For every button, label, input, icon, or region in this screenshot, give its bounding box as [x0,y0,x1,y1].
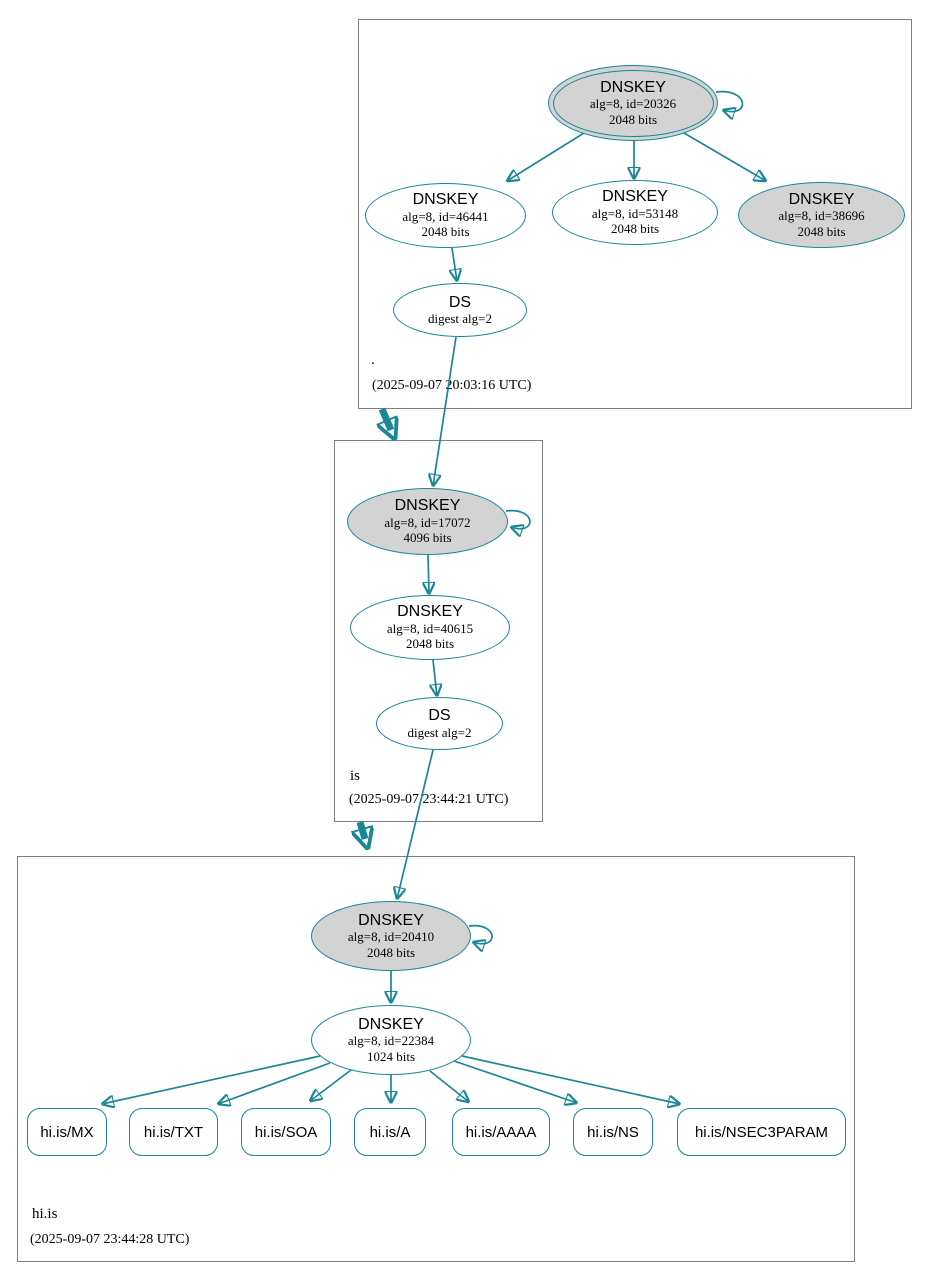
zone-timestamp-root: (2025-09-07 20:03:16 UTC) [372,378,532,393]
node-dnskey-20410-ksk: DNSKEY alg=8, id=20410 2048 bits [311,901,471,971]
node-dnskey-40615: DNSKEY alg=8, id=40615 2048 bits [350,595,510,660]
node-detail: alg=8, id=53148 [591,205,679,221]
zone-label-root: . [371,352,375,368]
rrset-label: hi.is/SOA [254,1123,318,1141]
node-detail: alg=8, id=20410 [347,929,435,945]
rrset-label: hi.is/NSEC3PARAM [694,1123,829,1141]
node-bits: 2048 bits [421,224,470,240]
node-title: DNSKEY [602,188,668,206]
node-bits: 2048 bits [610,221,660,237]
node-detail: digest alg=2 [407,724,472,740]
node-bits: 2048 bits [608,111,658,127]
rrset-hi-is-soa: hi.is/SOA [241,1108,331,1156]
zone-timestamp-is: (2025-09-07 23:44:21 UTC) [349,792,509,807]
rrset-hi-is-txt: hi.is/TXT [129,1108,218,1156]
node-detail: alg=8, id=22384 [347,1033,435,1049]
node-dnskey-38696: DNSKEY alg=8, id=38696 2048 bits [738,182,905,248]
node-dnskey-46441: DNSKEY alg=8, id=46441 2048 bits [365,183,526,248]
node-bits: 4096 bits [403,530,452,546]
zone-timestamp-hi-is: (2025-09-07 23:44:28 UTC) [30,1232,190,1247]
rrset-label: hi.is/A [369,1123,411,1141]
node-detail: alg=8, id=20326 [589,96,677,112]
node-dnskey-20326-ksk: DNSKEY alg=8, id=20326 2048 bits [548,65,718,141]
node-title: DNSKEY [358,1015,424,1033]
node-detail: alg=8, id=38696 [778,208,865,224]
rrset-label: hi.is/TXT [143,1123,204,1141]
node-title: DNSKEY [788,190,855,208]
node-ds-root: DS digest alg=2 [393,283,527,337]
node-dnskey-17072-ksk: DNSKEY alg=8, id=17072 4096 bits [347,488,508,555]
rrset-label: hi.is/NS [587,1123,639,1141]
node-title: DS [428,707,451,725]
node-title: DNSKEY [397,603,463,621]
node-bits: 2048 bits [366,944,416,960]
edge-delegation-root-to-is [382,407,391,430]
rrset-label: hi.is/AAAA [465,1123,537,1141]
node-ds-is: DS digest alg=2 [376,697,503,750]
rrset-hi-is-ns: hi.is/NS [573,1108,653,1156]
node-dnskey-22384: DNSKEY alg=8, id=22384 1024 bits [311,1005,471,1075]
node-detail: alg=8, id=46441 [402,208,489,224]
zone-label-is: is [350,768,361,784]
rrset-hi-is-a: hi.is/A [354,1108,426,1156]
node-bits: 1024 bits [366,1048,416,1064]
zone-box-hi-is [17,856,855,1262]
rrset-label: hi.is/MX [40,1123,94,1141]
node-bits: 2048 bits [405,636,455,652]
rrset-hi-is-mx: hi.is/MX [27,1108,107,1156]
node-detail: alg=8, id=40615 [386,620,474,636]
rrset-hi-is-nsec3param: hi.is/NSEC3PARAM [677,1108,846,1156]
node-title: DNSKEY [412,191,479,209]
node-detail: digest alg=2 [427,311,493,327]
zone-label-hi-is: hi.is [32,1206,58,1222]
node-title: DNSKEY [358,911,424,929]
node-title: DNSKEY [600,78,666,96]
node-title: DNSKEY [394,497,461,515]
rrset-hi-is-aaaa: hi.is/AAAA [452,1108,550,1156]
node-title: DS [448,293,472,311]
node-dnskey-53148: DNSKEY alg=8, id=53148 2048 bits [552,180,718,245]
node-bits: 2048 bits [797,223,846,239]
zone-box-root [358,19,912,409]
edge-delegation-is-to-hi-is [360,821,365,839]
node-detail: alg=8, id=17072 [384,514,471,530]
